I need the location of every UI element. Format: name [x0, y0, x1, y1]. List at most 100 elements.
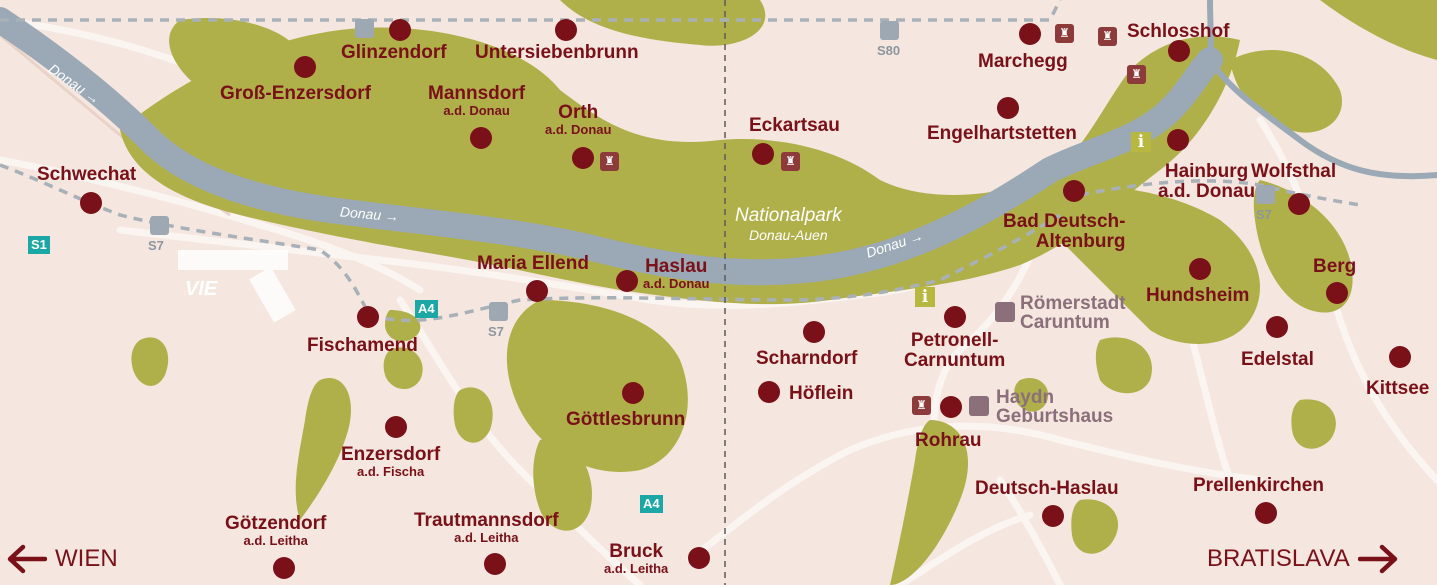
town-label-wolfsthal[interactable]: Wolfsthal	[1251, 161, 1337, 182]
town-marker[interactable]	[1167, 129, 1189, 151]
town-marker[interactable]	[1042, 505, 1064, 527]
town-marker[interactable]	[1063, 180, 1085, 202]
town-label-kittsee[interactable]: Kittsee	[1366, 378, 1430, 399]
castle-icon: ♜	[1098, 27, 1117, 46]
town-label-bad-deutsch-altenburg[interactable]: Bad Deutsch-Altenburg	[1003, 212, 1125, 252]
poi-roemerstadt-line1: Römerstadt	[1020, 293, 1126, 314]
info-icon: i	[915, 287, 935, 307]
nav-wien-button[interactable]: WIEN	[5, 544, 118, 574]
town-marker[interactable]	[572, 147, 594, 169]
town-name: Enzersdorf	[341, 444, 441, 465]
town-label-schwechat[interactable]: Schwechat	[37, 164, 137, 185]
poi-haydn[interactable]: Haydn Geburtshaus	[996, 388, 1113, 426]
castle-icon: ♜	[1127, 65, 1146, 84]
nav-bratislava-button[interactable]: BRATISLAVA	[1207, 544, 1400, 574]
town-label-engelhartstetten[interactable]: Engelhartstetten	[927, 123, 1077, 144]
town-marker[interactable]	[752, 143, 774, 165]
town-marker[interactable]	[1389, 346, 1411, 368]
town-marker[interactable]	[803, 321, 825, 343]
town-label-glinzendorf[interactable]: Glinzendorf	[341, 42, 447, 63]
town-label-deutsch-haslau[interactable]: Deutsch-Haslau	[975, 478, 1119, 499]
train-icon	[1256, 185, 1275, 204]
town-marker[interactable]	[997, 97, 1019, 119]
info-icon: i	[1131, 132, 1151, 152]
town-marker[interactable]	[357, 306, 379, 328]
town-marker[interactable]	[1255, 502, 1277, 524]
train-icon	[489, 302, 508, 321]
arrow-left-icon	[7, 544, 47, 574]
town-label-berg[interactable]: Berg	[1313, 256, 1357, 277]
town-marker[interactable]	[622, 382, 644, 404]
town-name: Bruck	[609, 541, 664, 562]
town-marker[interactable]	[294, 56, 316, 78]
town-marker[interactable]	[616, 270, 638, 292]
town-label-scharndorf[interactable]: Scharndorf	[756, 348, 858, 369]
poi-roemerstadt[interactable]: Römerstadt Caruntum	[1020, 294, 1126, 332]
poi-roemerstadt-line2: Caruntum	[1020, 312, 1110, 333]
town-marker[interactable]	[1326, 282, 1348, 304]
town-marker[interactable]	[470, 127, 492, 149]
town-name: Petronell-	[910, 330, 999, 351]
town-label-untersiebenbrunn[interactable]: Untersiebenbrunn	[475, 42, 639, 63]
town-subname: a.d. Fischa	[357, 464, 425, 479]
town-label-edelstal[interactable]: Edelstal	[1241, 349, 1314, 370]
town-marker[interactable]	[1019, 23, 1041, 45]
town-marker[interactable]	[688, 547, 710, 569]
castle-icon: ♜	[912, 396, 931, 415]
town-marker[interactable]	[526, 280, 548, 302]
town-label-prellenkirchen[interactable]: Prellenkirchen	[1193, 475, 1324, 496]
town-label-eckartsau[interactable]: Eckartsau	[749, 115, 840, 136]
road-shield-s1: S1	[28, 236, 50, 254]
town-marker[interactable]	[273, 557, 295, 579]
town-subname: a.d. Donau	[443, 103, 510, 118]
arrow-right-icon	[1357, 544, 1397, 574]
castle-icon: ♜	[600, 152, 619, 171]
town-name: Haslau	[645, 256, 708, 277]
town-label-schlosshof[interactable]: Schlosshof	[1127, 21, 1230, 42]
poi-haydn-line2: Geburtshaus	[996, 406, 1114, 427]
town-name-2: Carnuntum	[904, 350, 1006, 371]
town-marker[interactable]	[385, 416, 407, 438]
town-marker[interactable]	[1189, 258, 1211, 280]
national-park-label: Nationalpark Donau-Auen	[735, 205, 842, 243]
town-marker[interactable]	[1168, 40, 1190, 62]
town-subname: a.d. Leitha	[604, 561, 669, 576]
town-marker[interactable]	[484, 553, 506, 575]
town-marker[interactable]	[758, 381, 780, 403]
town-label-hoeflein[interactable]: Höflein	[789, 383, 854, 404]
town-label-goettlesbrunn[interactable]: Göttlesbrunn	[566, 409, 686, 430]
road-shield-a4: A4	[640, 495, 663, 513]
town-name-2: Altenburg	[1035, 231, 1126, 252]
town-label-marchegg[interactable]: Marchegg	[978, 51, 1068, 72]
town-marker[interactable]	[1288, 193, 1310, 215]
town-name: Trautmannsdorf	[414, 510, 559, 531]
rail-label-s7: S7	[488, 324, 504, 339]
town-subname: a.d. Leitha	[454, 530, 519, 545]
town-label-petronell-carnuntum[interactable]: Petronell-Carnuntum	[904, 331, 1005, 371]
town-label-fischamend[interactable]: Fischamend	[307, 335, 418, 356]
town-label-maria-ellend[interactable]: Maria Ellend	[477, 253, 589, 274]
rail-label-s7: S7	[148, 238, 164, 253]
town-marker[interactable]	[80, 192, 102, 214]
town-label-hundsheim[interactable]: Hundsheim	[1146, 285, 1250, 306]
nav-wien-label: WIEN	[55, 545, 118, 572]
town-subname: a.d. Donau	[1158, 181, 1256, 202]
town-subname: a.d. Donau	[545, 122, 612, 137]
town-label-rohrau[interactable]: Rohrau	[915, 430, 982, 451]
town-marker[interactable]	[1266, 316, 1288, 338]
town-marker[interactable]	[389, 19, 411, 41]
town-marker[interactable]	[555, 19, 577, 41]
town-name: Orth	[558, 102, 599, 123]
town-marker[interactable]	[944, 306, 966, 328]
town-marker[interactable]	[940, 396, 962, 418]
town-label-gross-enzersdorf[interactable]: Groß-Enzersdorf	[220, 83, 371, 104]
